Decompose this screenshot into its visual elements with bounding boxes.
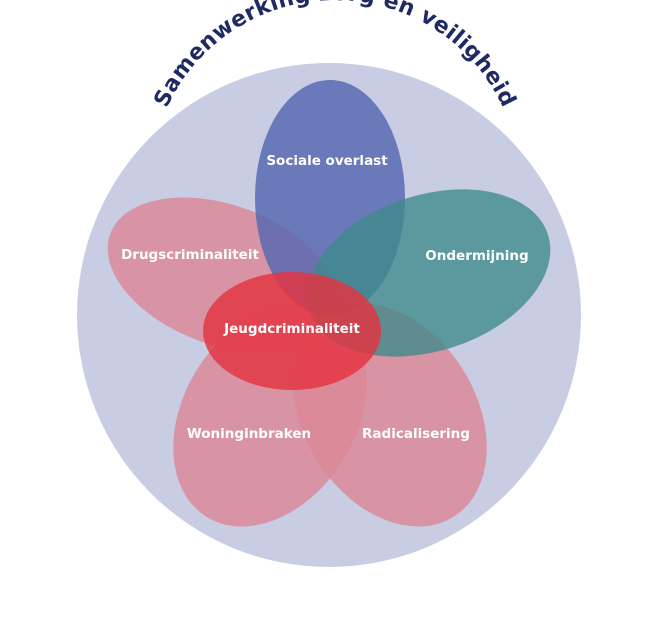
label-drugscriminaliteit: Drugscriminaliteit: [121, 247, 259, 263]
label-ondermijning: Ondermijning: [425, 248, 528, 264]
label-sociale-overlast: Sociale overlast: [266, 153, 388, 169]
label-jeugdcriminaliteit: Jeugdcriminaliteit: [223, 321, 360, 337]
label-woninginbraken: Woninginbraken: [187, 426, 311, 442]
petal-jeugdcriminaliteit: [203, 272, 381, 390]
label-radicalisering: Radicalisering: [362, 426, 470, 442]
